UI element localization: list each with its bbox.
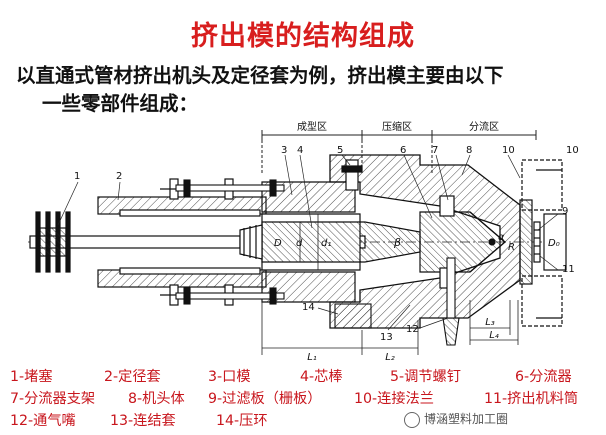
dim-D0: D₀	[548, 238, 560, 249]
dim-L3: L₃	[485, 317, 495, 328]
press-ring	[334, 303, 372, 329]
dim-d1: d₁	[321, 238, 331, 249]
callout-10-b: 10	[566, 145, 579, 156]
filter-plate-flange-barrel	[519, 159, 567, 327]
callout-leaders	[57, 154, 559, 331]
callout-3: 3	[281, 145, 287, 156]
page-title: 挤出模的结构组成	[191, 21, 415, 52]
legend-item-5: 5-调节螺钉	[390, 369, 461, 385]
legend-item-11: 11-挤出机料筒	[484, 391, 579, 407]
callout-1: 1	[74, 171, 80, 182]
callout-8: 8	[466, 145, 472, 156]
legend-item-13: 13-连结套	[110, 413, 176, 429]
legend-item-9: 9-过滤板（栅板）	[208, 391, 322, 407]
vent-nozzle	[442, 257, 460, 346]
legend-item-4: 4-芯棒	[300, 369, 343, 385]
dim-L2: L₂	[385, 352, 395, 363]
callout-10-a: 10	[502, 145, 515, 156]
bolts	[175, 179, 285, 305]
dim-R: R	[508, 242, 515, 253]
zone-label-forming: 成型区	[297, 120, 327, 133]
sizing-sleeve	[97, 178, 267, 306]
legend-item-6: 6-分流器	[515, 369, 572, 385]
dim-D: D	[274, 238, 282, 249]
callout-13: 13	[380, 332, 393, 343]
watermark: 博涵塑料加工圈	[402, 410, 511, 428]
legend-item-2: 2-定径套	[104, 369, 161, 385]
dim-L1: L₁	[307, 352, 317, 363]
dim-beta: β	[393, 236, 401, 249]
callout-6: 6	[400, 145, 406, 156]
legend-item-8: 8-机头体	[128, 391, 185, 407]
intro-line-1: 以直通式管材挤出机头及定径套为例，挤出模主要由以下	[16, 64, 504, 87]
legend-item-12: 12-通气嘴	[10, 413, 76, 429]
callout-5: 5	[337, 145, 343, 156]
dim-alpha: α	[498, 232, 505, 243]
wechat-logo-icon	[404, 411, 420, 428]
callout-12: 12	[406, 324, 419, 335]
callout-4: 4	[297, 145, 303, 156]
dim-d: d	[296, 238, 303, 249]
callout-9: 9	[562, 206, 568, 217]
intro-text: 以直通式管材挤出机头及定径套为例，挤出模主要由以下 一些零部件组成：	[16, 62, 596, 118]
adjusting-screw	[341, 159, 363, 191]
legend-item-10: 10-连接法兰	[354, 391, 434, 407]
callout-2: 2	[116, 171, 122, 182]
legend-item-1: 1-堵塞	[10, 369, 53, 385]
zone-label-splitting: 分流区	[469, 120, 499, 133]
legend-item-7: 7-分流器支架	[10, 391, 96, 407]
legend-item-14: 14-压环	[216, 413, 268, 429]
intro-line-2: 一些零部件组成：	[42, 92, 199, 115]
callout-14: 14	[302, 302, 315, 313]
callout-11: 11	[562, 264, 575, 275]
die-body	[329, 154, 521, 329]
zone-label-compression: 压缩区	[382, 120, 412, 133]
legend-item-3: 3-口模	[208, 369, 251, 385]
watermark-text: 博涵塑料加工圈	[424, 412, 509, 426]
dim-L4: L₄	[489, 330, 499, 341]
die-and-mandrel	[239, 181, 421, 303]
dimension-lines	[261, 214, 545, 355]
callout-7: 7	[432, 145, 438, 156]
